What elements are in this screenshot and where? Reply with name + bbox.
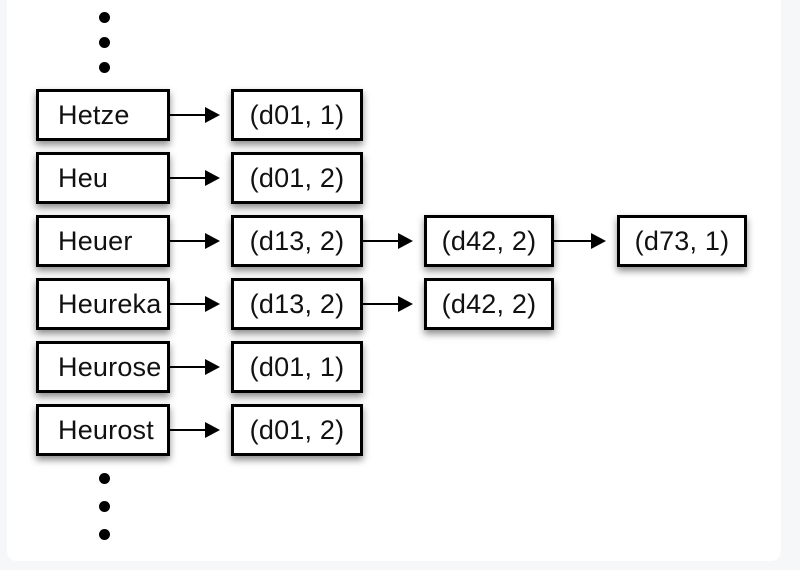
ellipsis-top-dot-2: [99, 37, 110, 48]
posting-box: (d01, 2): [231, 404, 363, 456]
term-label: Heurose: [58, 351, 162, 382]
posting-box: (d01, 1): [231, 341, 363, 393]
posting-label: (d01, 1): [249, 99, 345, 130]
term-box-heurost: Heurost: [36, 404, 170, 456]
posting-box: (d13, 2): [231, 278, 363, 330]
term-box-heurose: Heurose: [36, 341, 170, 393]
arrow-right: [170, 233, 220, 249]
ellipsis-top-dot-1: [99, 12, 110, 23]
posting-label: (d73, 1): [634, 225, 730, 256]
posting-box: (d42, 2): [424, 278, 554, 330]
arrow-right: [170, 359, 220, 375]
term-label: Heuer: [58, 225, 133, 256]
term-box-heureka: Heureka: [36, 278, 170, 330]
arrow-right: [170, 422, 220, 438]
ellipsis-bottom-dot-1: [99, 473, 110, 484]
posting-box: (d42, 2): [424, 215, 554, 267]
arrow-right: [363, 233, 413, 249]
posting-label: (d01, 2): [249, 162, 345, 193]
term-label: Heu: [58, 162, 109, 193]
posting-box: (d01, 2): [231, 152, 363, 204]
posting-label: (d01, 2): [249, 414, 345, 445]
posting-box: (d73, 1): [617, 215, 747, 267]
term-label: Heureka: [58, 288, 162, 319]
posting-box: (d13, 2): [231, 215, 363, 267]
term-box-heuer: Heuer: [36, 215, 170, 267]
arrow-right: [553, 233, 606, 249]
ellipsis-bottom-dot-3: [99, 529, 110, 540]
arrow-right: [170, 107, 220, 123]
arrow-right: [170, 296, 220, 312]
posting-label: (d42, 2): [441, 225, 537, 256]
term-box-hetze: Hetze: [36, 89, 170, 141]
term-box-heu: Heu: [36, 152, 170, 204]
term-label: Hetze: [58, 99, 130, 130]
posting-label: (d42, 2): [441, 288, 537, 319]
posting-label: (d01, 1): [249, 351, 345, 382]
arrow-right: [170, 170, 220, 186]
posting-label: (d13, 2): [249, 225, 345, 256]
ellipsis-bottom-dot-2: [99, 501, 110, 512]
posting-box: (d01, 1): [231, 89, 363, 141]
arrow-right: [363, 296, 413, 312]
posting-label: (d13, 2): [249, 288, 345, 319]
ellipsis-top-dot-3: [99, 62, 110, 73]
term-label: Heurost: [58, 414, 154, 445]
